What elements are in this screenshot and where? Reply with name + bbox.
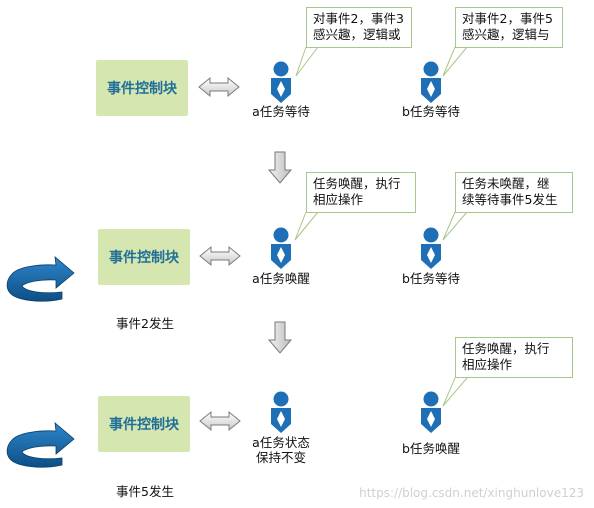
event-curve-arrow-2 — [6, 422, 75, 468]
task-a-icon-1 — [271, 61, 291, 103]
callout-line: 任务唤醒，执行 — [462, 341, 550, 356]
callout-line: 对事件2，事件3 — [313, 11, 404, 26]
task-a-label-3-line2: 保持不变 — [255, 450, 306, 465]
task-b-label-2: b任务等待 — [402, 271, 460, 286]
event-control-block-1: 事件控制块 — [96, 60, 188, 116]
event-curve-arrow-1 — [6, 256, 75, 302]
callout-r3b: 任务唤醒，执行 相应操作 — [455, 337, 573, 378]
event-2-label: 事件2发生 — [116, 316, 174, 331]
callout-tail-r1a — [295, 46, 319, 77]
callout-r1a: 对事件2，事件3 感兴趣，逻辑或 — [306, 7, 412, 48]
task-a-icon-3 — [271, 391, 291, 433]
watermark: https://blog.csdn.net/xinghunlove123 — [359, 486, 584, 500]
callout-line: 感兴趣，逻辑或 — [313, 27, 401, 42]
callout-r2b: 任务未唤醒，继 续等待事件5发生 — [455, 172, 573, 213]
task-b-icon-2 — [421, 227, 441, 269]
callout-tail-r1b — [442, 46, 468, 77]
down-arrow-2 — [268, 321, 292, 354]
callout-line: 任务唤醒，执行 — [313, 176, 401, 191]
event-control-block-2: 事件控制块 — [98, 229, 190, 285]
callout-r2a: 任务唤醒，执行 相应操作 — [306, 172, 416, 213]
callout-r1b: 对事件2，事件5 感兴趣，逻辑与 — [455, 7, 563, 48]
callout-line: 相应操作 — [313, 192, 364, 207]
task-b-icon-3 — [421, 391, 441, 433]
task-a-label-3: a任务状态 保持不变 — [241, 435, 321, 465]
bidirectional-arrow-3 — [199, 411, 241, 431]
task-a-label-2: a任务唤醒 — [252, 271, 310, 286]
callout-tail-r2b — [442, 211, 468, 241]
callout-tail-r2a — [294, 211, 319, 241]
task-b-label-3: b任务唤醒 — [402, 441, 460, 456]
callout-line: 感兴趣，逻辑与 — [462, 27, 550, 42]
task-a-icon-2 — [271, 227, 291, 269]
bidirectional-arrow-1 — [198, 77, 240, 97]
bidirectional-arrow-2 — [199, 246, 241, 266]
task-b-icon-1 — [421, 61, 441, 103]
task-b-label-1: b任务等待 — [402, 104, 460, 119]
callout-line: 相应操作 — [462, 357, 513, 372]
task-a-label-1: a任务等待 — [252, 104, 310, 119]
callout-line: 续等待事件5发生 — [462, 192, 558, 207]
event-control-block-3: 事件控制块 — [98, 396, 190, 452]
task-a-label-3-line1: a任务状态 — [252, 435, 310, 450]
event-5-label: 事件5发生 — [116, 484, 174, 499]
callout-tail-r3b — [442, 377, 468, 407]
callout-line: 对事件2，事件5 — [462, 11, 553, 26]
callout-line: 任务未唤醒，继 — [462, 176, 550, 191]
down-arrow-1 — [268, 151, 292, 184]
